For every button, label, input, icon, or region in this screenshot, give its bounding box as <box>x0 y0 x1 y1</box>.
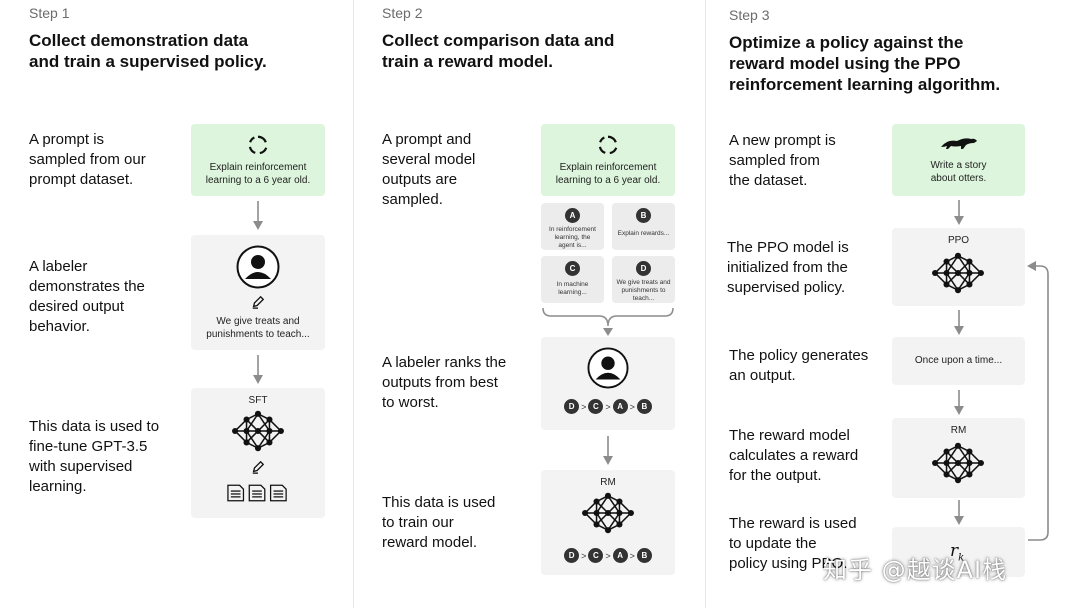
rank-badge: D <box>564 399 580 414</box>
arrow-down-icon <box>954 500 964 525</box>
rank-separator: > <box>581 550 587 561</box>
column-divider-1 <box>353 0 354 608</box>
output-card-b: B Explain rewards... <box>612 203 675 250</box>
step3-rm-card: RM <box>892 418 1025 498</box>
rank-separator: > <box>581 401 587 412</box>
rank-separator: > <box>605 550 611 561</box>
otter-icon <box>941 138 977 149</box>
rank-badge: A <box>612 548 628 563</box>
rank-separator: > <box>605 401 611 412</box>
documents-icon <box>227 484 287 502</box>
rank-badge: B <box>636 399 652 414</box>
rm-label: RM <box>600 477 616 488</box>
person-icon <box>236 245 280 289</box>
rank-badge: D <box>564 548 580 563</box>
step2-rm-card: RM D > C > A > B <box>541 470 675 575</box>
step1-label: Step 1 <box>29 5 70 21</box>
step1-sft-card: SFT <box>191 388 325 518</box>
neural-network-icon <box>232 410 284 452</box>
feedback-loop-arrow-icon <box>1027 261 1049 541</box>
rank-separator: > <box>629 401 635 412</box>
step3-label: Step 3 <box>729 7 770 23</box>
arrow-down-icon <box>253 355 263 384</box>
rank-badge: C <box>588 399 604 414</box>
arrow-down-icon <box>253 201 263 230</box>
step3-ppo-card: PPO <box>892 228 1025 306</box>
output-text: Once upon a time... <box>914 355 1003 366</box>
rank-separator: > <box>629 550 635 561</box>
sft-label: SFT <box>248 395 268 406</box>
rank-badge: B <box>636 548 652 563</box>
reward-symbol: rk <box>950 541 965 564</box>
column-divider-2 <box>705 0 706 608</box>
rm-label: RM <box>950 425 967 436</box>
pencil-icon <box>252 460 265 474</box>
output-badge: D <box>636 261 651 276</box>
output-badge: A <box>565 208 580 223</box>
person-icon <box>587 347 629 389</box>
arrow-down-icon <box>954 200 964 225</box>
arrow-down-icon <box>954 310 964 335</box>
output-badge: C <box>565 261 580 276</box>
step2-label: Step 2 <box>382 5 423 21</box>
rank-badge: A <box>612 399 628 414</box>
pencil-icon <box>252 295 265 309</box>
output-text: Explain rewards... <box>617 230 670 237</box>
neural-network-icon <box>932 252 984 294</box>
ranking-row: D > C > A > B <box>541 548 675 563</box>
step2-ranking-card: D > C > A > B <box>541 337 675 430</box>
recycle-icon <box>248 135 268 155</box>
neural-network-icon <box>932 442 984 484</box>
step3-output-card: Once upon a time... <box>892 337 1025 385</box>
brace-connector-icon <box>542 307 674 336</box>
arrow-down-icon <box>954 390 964 415</box>
ranking-row: D > C > A > B <box>541 399 675 414</box>
recycle-icon <box>598 135 618 155</box>
arrow-down-icon <box>603 436 613 465</box>
neural-network-icon <box>582 492 634 534</box>
ppo-label: PPO <box>947 235 970 246</box>
rank-badge: C <box>588 548 604 563</box>
watermark: 知乎 @越谈AI栈 <box>823 556 1008 584</box>
output-badge: B <box>636 208 651 223</box>
step3-reward-card: rk <box>892 527 1025 577</box>
